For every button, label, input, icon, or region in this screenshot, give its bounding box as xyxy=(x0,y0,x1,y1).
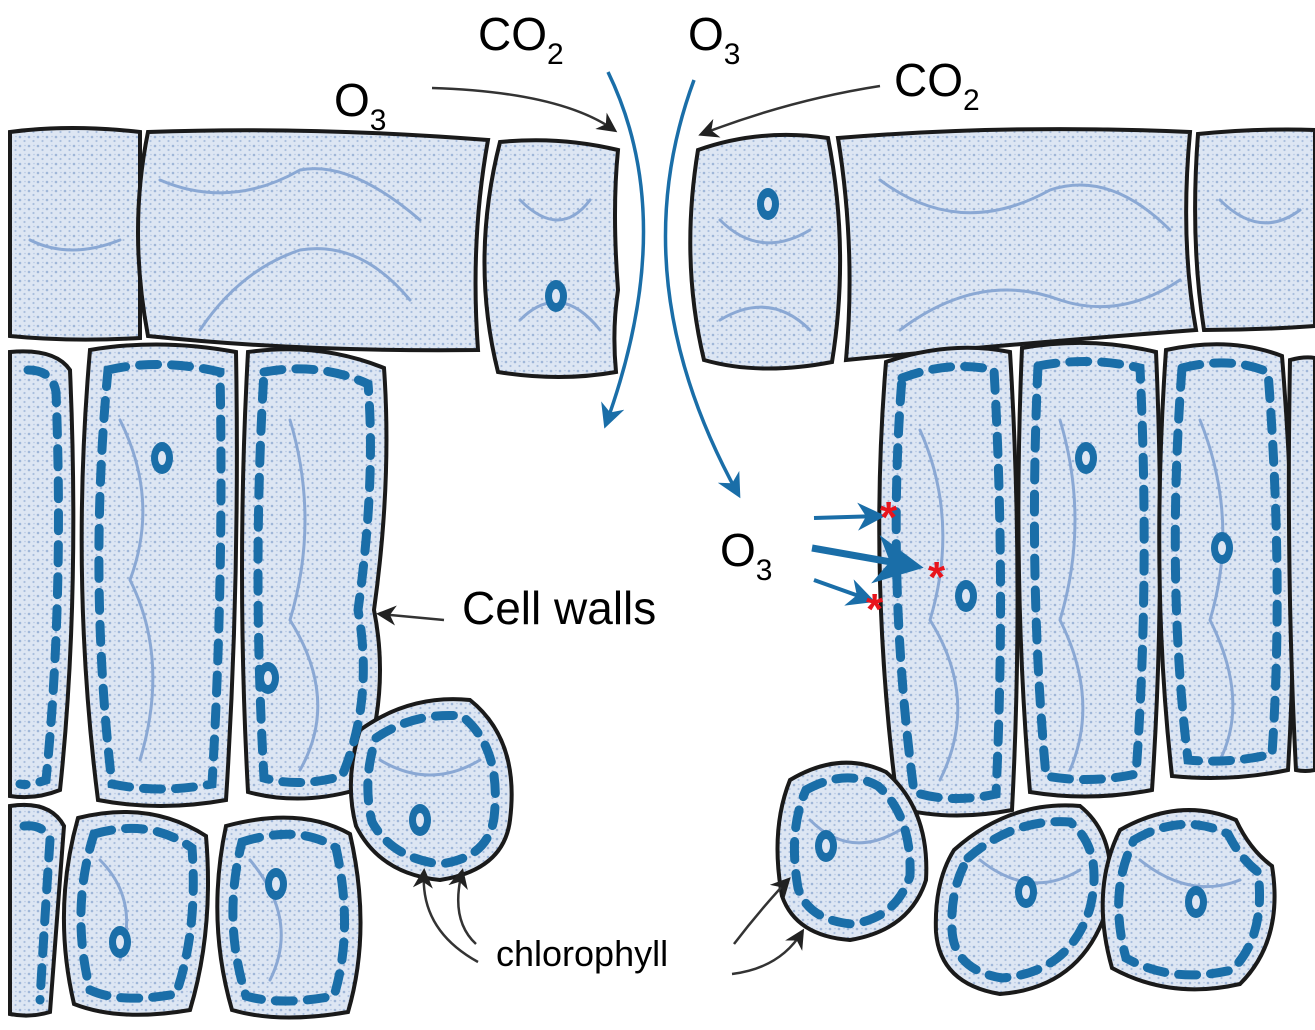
chlorophyll-pointer-arrow xyxy=(424,872,478,962)
label-o3-mid: O3 xyxy=(720,524,772,587)
co2-pointer-arrow xyxy=(702,86,880,134)
damage-marker: * xyxy=(928,553,946,602)
epidermis-cell xyxy=(1195,130,1315,331)
chlorophyll-pointer-arrow xyxy=(458,872,476,944)
label-o3-top: O3 xyxy=(688,8,740,71)
upper-epidermis-right xyxy=(690,129,1315,368)
palisade-cell xyxy=(1289,357,1315,771)
o3-pointer-arrow xyxy=(432,88,614,130)
nucleus-center xyxy=(1022,885,1030,899)
epidermis-cell xyxy=(138,130,488,350)
nucleus-center xyxy=(416,813,424,827)
damage-marker: * xyxy=(880,493,898,542)
chlorophyll-pointer-arrow xyxy=(734,880,788,944)
nucleus-center xyxy=(264,671,272,685)
o3-attack-arrow xyxy=(814,580,870,600)
nucleus-center xyxy=(1192,895,1200,909)
spongy-cell xyxy=(351,699,512,880)
label-o3-left: O3 xyxy=(334,74,386,137)
nucleus-center xyxy=(1218,541,1226,555)
nucleus-center xyxy=(764,197,772,211)
label-co2-right: CO2 xyxy=(894,54,980,117)
nucleus-center xyxy=(552,289,560,303)
nucleus-center xyxy=(962,589,970,603)
epidermis-cell xyxy=(10,128,140,340)
guard-cell-right xyxy=(690,135,840,369)
nucleus-center xyxy=(1082,451,1090,465)
nucleus-center xyxy=(116,935,124,949)
epidermis-cell xyxy=(838,129,1196,360)
label-co2-top: CO2 xyxy=(478,8,564,71)
palisade-layer-left xyxy=(10,344,386,806)
guard-cell-left xyxy=(484,140,618,377)
spongy-cell xyxy=(778,763,927,940)
palisade-cell xyxy=(10,351,73,797)
cell-walls-pointer-arrow xyxy=(380,614,444,620)
damage-marker: * xyxy=(866,585,884,634)
nucleus-center xyxy=(272,877,280,891)
upper-epidermis-left xyxy=(10,128,618,377)
o3-attack-arrow xyxy=(814,516,880,518)
chlorophyll-pointer-arrow xyxy=(732,932,802,974)
nucleus-center xyxy=(822,839,830,853)
label-chlorophyll: chlorophyll xyxy=(496,933,668,974)
nucleus-center xyxy=(158,451,166,465)
label-cell-walls: Cell walls xyxy=(462,582,656,634)
